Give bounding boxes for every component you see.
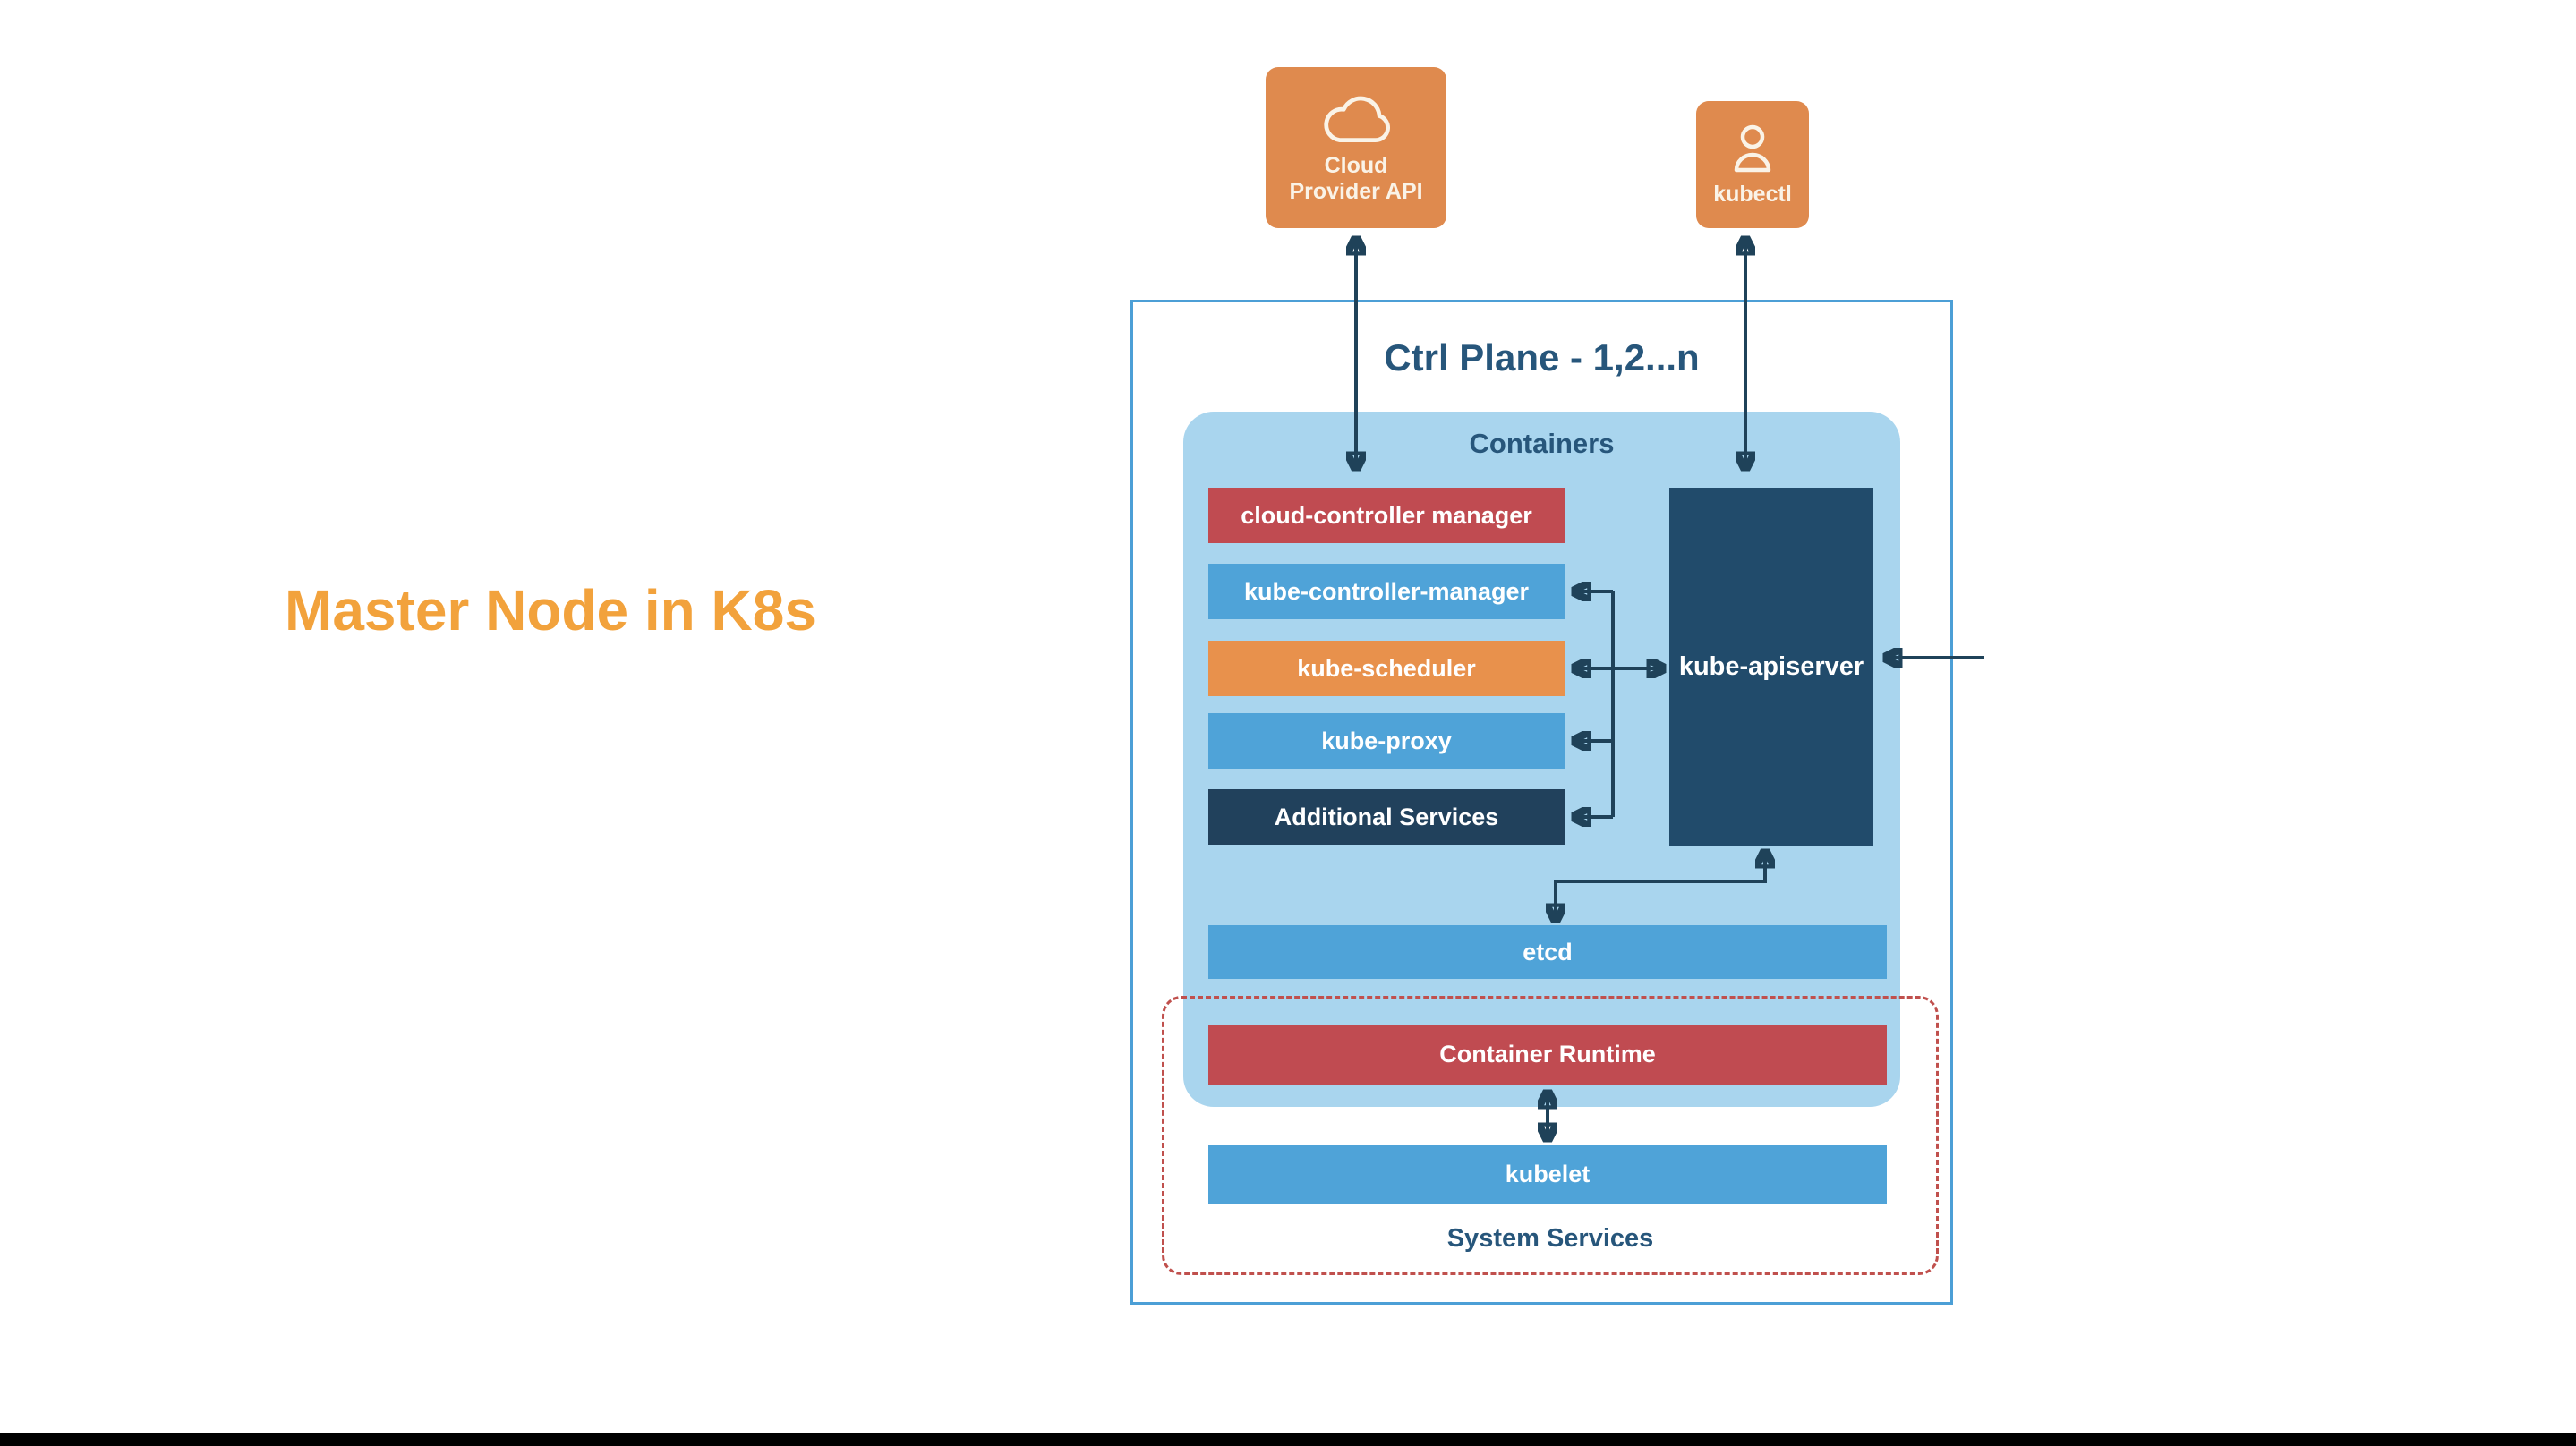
component-kube-scheduler: kube-scheduler [1208, 641, 1565, 696]
kubectl-node: kubectl [1696, 101, 1809, 228]
component-kube-controller-manager: kube-controller-manager [1208, 564, 1565, 619]
component-kube-apiserver: kube-apiserver [1669, 488, 1873, 846]
containers-label: Containers [1469, 428, 1615, 459]
component-cloud-controller-manager: cloud-controller manager [1208, 488, 1565, 543]
cloud-icon [1324, 96, 1390, 143]
component-etcd: etcd [1208, 925, 1887, 979]
bottom-black-bar [0, 1433, 2576, 1446]
kubectl-label: kubectl [1713, 181, 1792, 207]
control-plane-title: Ctrl Plane - 1,2...n [1384, 336, 1700, 379]
component-additional-services: Additional Services [1208, 789, 1565, 845]
component-kubelet: kubelet [1208, 1145, 1887, 1204]
component-container-runtime: Container Runtime [1208, 1025, 1887, 1084]
component-kube-proxy: kube-proxy [1208, 713, 1565, 769]
cloud-provider-api-label: Cloud Provider API [1289, 153, 1423, 204]
system-services-label: System Services [1446, 1224, 1654, 1253]
cloud-provider-api-node: Cloud Provider API [1266, 67, 1446, 228]
page-title: Master Node in K8s [285, 578, 816, 642]
system-services-box [1162, 996, 1939, 1275]
control-plane-box: Ctrl Plane - 1,2...n [1130, 300, 1953, 1305]
user-icon [1734, 124, 1771, 172]
